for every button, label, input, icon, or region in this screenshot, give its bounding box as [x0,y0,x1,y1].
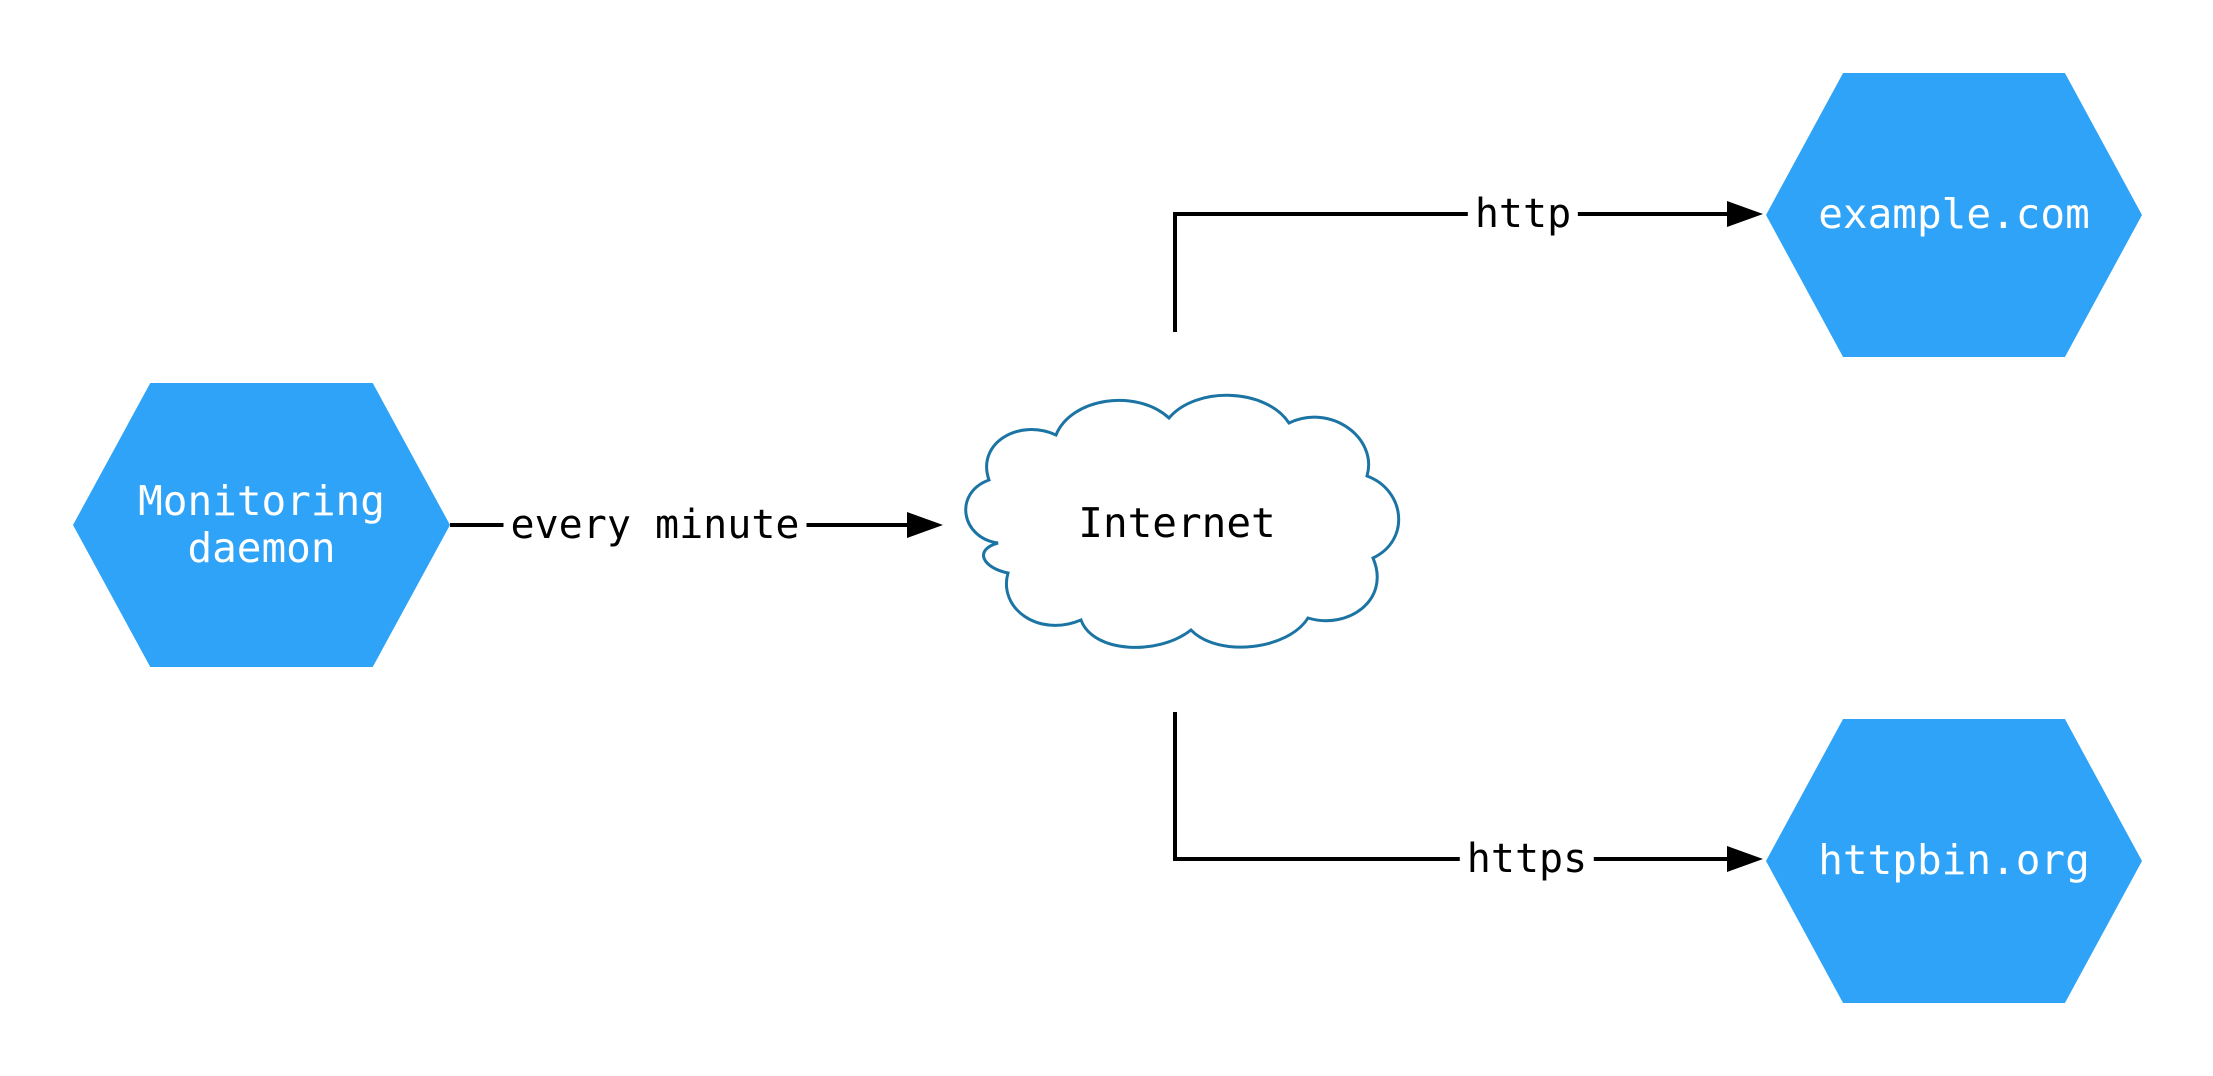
edge-http-line-vertical [1173,212,1177,332]
node-httpbin-org-label: httpbin.org [1818,836,2090,885]
edge-http-line-horizontal [1173,212,1729,216]
node-monitoring-daemon-label: Monitoring daemon [138,476,385,572]
edge-http-arrowhead-icon [1727,201,1763,227]
node-example-com-label: example.com [1818,190,2090,239]
internet-cloud-icon [964,393,1400,649]
node-httpbin-org: httpbin.org [1766,719,2142,1003]
edge-https-label: https [1459,836,1595,882]
node-example-com: example.com [1766,73,2142,357]
edge-https-line-horizontal [1173,857,1729,861]
node-monitoring-daemon: Monitoring daemon [73,383,450,667]
node-internet-label: Internet [1078,499,1276,547]
edge-https-arrowhead-icon [1727,846,1763,872]
edge-every-minute-label: every minute [503,502,807,548]
edge-http-label: http [1467,191,1579,237]
edge-https-line-vertical [1173,712,1177,861]
edge-every-minute-arrowhead-icon [907,512,943,538]
